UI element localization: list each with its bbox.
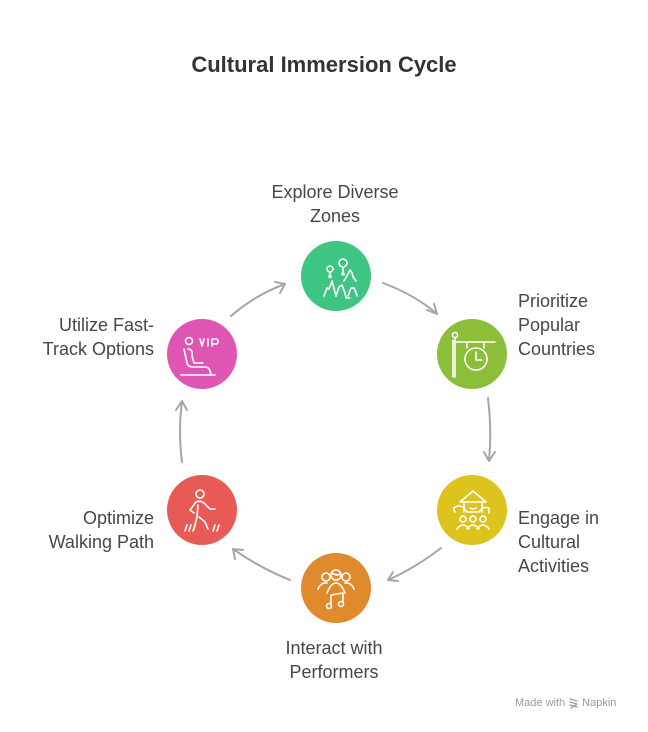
label-line: Popular bbox=[518, 315, 581, 335]
pedestrian-walking-icon bbox=[184, 489, 220, 532]
label-line: Walking Path bbox=[48, 532, 154, 552]
made-with-text: Made with bbox=[515, 697, 566, 709]
label-line: Cultural bbox=[518, 532, 581, 552]
label-line: Countries bbox=[518, 339, 596, 359]
label-line: Activities bbox=[518, 556, 590, 576]
arrow-utilize-to-explore bbox=[230, 281, 286, 317]
napkin-logo-icon bbox=[569, 697, 578, 709]
arrow-engage-to-interact bbox=[387, 547, 442, 582]
label-line: Interact with bbox=[285, 638, 383, 658]
step-label-explore: Explore Diverse Zones bbox=[262, 180, 408, 228]
step-label-optimize: Optimize Walking Path bbox=[30, 506, 154, 554]
mountains-with-map-pins-icon bbox=[323, 258, 358, 299]
arrow-explore-to-prioritize bbox=[382, 282, 438, 315]
label-line: Optimize bbox=[82, 508, 154, 528]
label-line: Explore Diverse bbox=[271, 182, 399, 202]
napkin-brand: Napkin bbox=[569, 697, 616, 709]
arrow-prioritize-to-engage bbox=[483, 397, 496, 462]
step-node-optimize[interactable] bbox=[167, 475, 237, 545]
step-node-utilize[interactable] bbox=[167, 319, 237, 389]
pavilion-with-people-icon bbox=[452, 490, 490, 530]
step-node-explore[interactable] bbox=[301, 241, 371, 311]
napkin-brand-text: Napkin bbox=[582, 697, 617, 709]
label-line: Utilize Fast- bbox=[58, 315, 154, 335]
step-label-utilize: Utilize Fast- Track Options bbox=[30, 313, 154, 361]
arrow-interact-to-optimize bbox=[232, 548, 291, 581]
footer-attribution: Made with Napkin bbox=[515, 697, 616, 709]
step-label-engage: Engage in Cultural Activities bbox=[518, 506, 599, 578]
step-node-engage[interactable] bbox=[437, 475, 507, 545]
label-line: Track Options bbox=[42, 339, 154, 359]
label-line: Engage in bbox=[518, 508, 600, 528]
diagram-title: Cultural Immersion Cycle bbox=[191, 52, 457, 77]
step-node-interact[interactable] bbox=[301, 553, 371, 623]
vip-seat-icon bbox=[180, 336, 219, 376]
step-node-prioritize[interactable] bbox=[437, 319, 507, 389]
label-line: Prioritize bbox=[518, 291, 589, 311]
arrow-optimize-to-utilize bbox=[175, 400, 188, 463]
group-with-music-note-icon bbox=[317, 569, 355, 610]
label-line: Performers bbox=[289, 662, 379, 682]
step-label-prioritize: Prioritize Popular Countries bbox=[518, 289, 595, 361]
step-label-interact: Interact with Performers bbox=[260, 636, 408, 684]
label-line: Zones bbox=[309, 206, 361, 226]
hanging-clock-sign-icon bbox=[451, 331, 496, 378]
